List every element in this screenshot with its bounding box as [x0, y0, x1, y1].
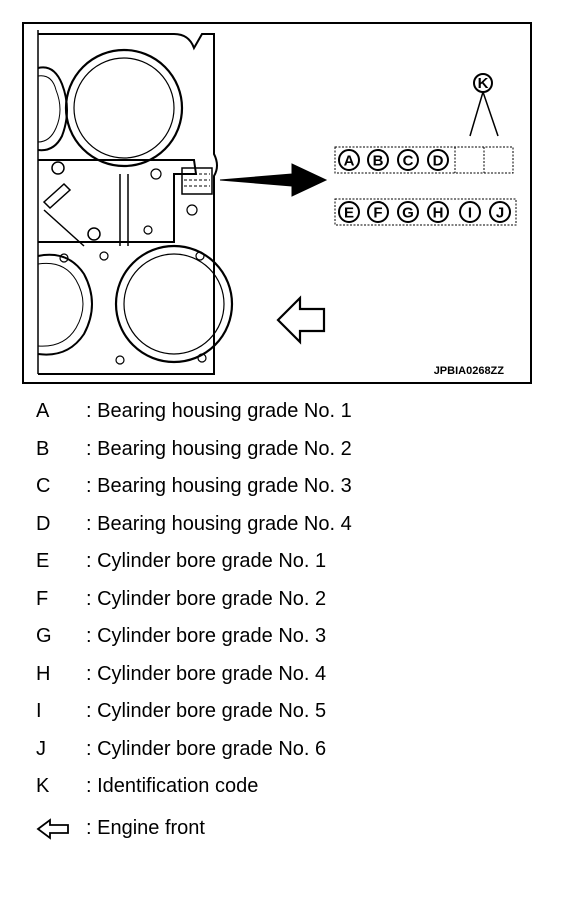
svg-text:E: E: [344, 205, 354, 222]
legend-text: : Bearing housing grade No. 3: [86, 475, 352, 497]
diagram-frame: K A B C D: [22, 22, 532, 384]
svg-text:I: I: [468, 205, 472, 222]
svg-text:D: D: [433, 153, 444, 170]
legend-text: : Cylinder bore grade No. 1: [86, 550, 327, 572]
legend-item: K : Identification code: [36, 771, 556, 809]
legend-item: A : Bearing housing grade No. 1: [36, 396, 556, 434]
legend-item-engine-front: : Engine front: [36, 813, 556, 851]
code-marker-e: E: [338, 201, 360, 223]
legend-key: F: [36, 587, 49, 610]
legend-text-engine-front: : Engine front: [86, 816, 205, 839]
svg-text:A: A: [344, 153, 355, 170]
code-marker-i: I: [459, 201, 481, 223]
code-marker-a: A: [338, 149, 360, 171]
legend-key: H: [36, 662, 51, 685]
legend-item: H : Cylinder bore grade No. 4: [36, 659, 556, 697]
code-marker-f: F: [367, 201, 389, 223]
legend-text: : Bearing housing grade No. 2: [86, 437, 352, 460]
legend-key: A: [36, 400, 50, 422]
svg-text:B: B: [373, 153, 384, 170]
legend-text: : Cylinder bore grade No. 4: [86, 662, 327, 685]
legend-text: : Bearing housing grade No. 1: [86, 400, 352, 422]
legend-text: : Cylinder bore grade No. 5: [86, 700, 327, 722]
legend-item: I : Cylinder bore grade No. 5: [36, 696, 556, 734]
code-marker-h: H: [427, 201, 449, 223]
legend-text: : Cylinder bore grade No. 3: [86, 625, 327, 647]
legend-item: F : Cylinder bore grade No. 2: [36, 584, 556, 622]
figure-code: JPBIA0268ZZ: [434, 365, 505, 377]
legend: A : Bearing housing grade No. 1 B : Bear…: [36, 396, 556, 850]
legend-text: : Cylinder bore grade No. 2: [86, 587, 327, 610]
code-marker-d: D: [427, 149, 449, 171]
code-marker-c: C: [397, 149, 419, 171]
callout-label-k: K: [478, 75, 489, 92]
legend-item: D : Bearing housing grade No. 4: [36, 509, 556, 547]
legend-item: E : Cylinder bore grade No. 1: [36, 546, 556, 584]
legend-item: B : Bearing housing grade No. 2: [36, 434, 556, 472]
legend-key: K: [36, 775, 50, 797]
svg-text:J: J: [496, 205, 504, 222]
cylinder-block-drawing: [37, 30, 234, 375]
engine-front-arrow-icon: [276, 295, 326, 345]
legend-text: : Bearing housing grade No. 4: [86, 512, 352, 535]
legend-key: E: [36, 550, 50, 572]
code-marker-j: J: [489, 201, 511, 223]
legend-text: : Cylinder bore grade No. 6: [86, 737, 327, 760]
legend-key: C: [36, 475, 51, 497]
code-row-bottom: E F G H I J: [334, 198, 517, 226]
legend-item: J : Cylinder bore grade No. 6: [36, 734, 556, 772]
legend-item: G : Cylinder bore grade No. 3: [36, 621, 556, 659]
svg-text:F: F: [373, 205, 382, 222]
code-row-top: A B C D: [334, 146, 514, 174]
legend-text: : Identification code: [86, 775, 259, 797]
svg-text:C: C: [403, 153, 414, 170]
svg-text:H: H: [433, 205, 444, 222]
legend-key: G: [36, 625, 52, 647]
code-marker-b: B: [367, 149, 389, 171]
legend-key: D: [36, 512, 51, 535]
pointer-arrow: [219, 163, 328, 197]
identification-callout: K: [469, 73, 499, 137]
svg-text:G: G: [402, 205, 414, 222]
engine-block-diagram: K A B C D: [37, 30, 517, 377]
code-marker-g: G: [397, 201, 419, 223]
hollow-left-arrow-icon: [36, 817, 69, 840]
legend-key: J: [36, 737, 46, 760]
legend-key: B: [36, 437, 50, 460]
legend-item: C : Bearing housing grade No. 3: [36, 471, 556, 509]
legend-key: I: [36, 700, 42, 722]
